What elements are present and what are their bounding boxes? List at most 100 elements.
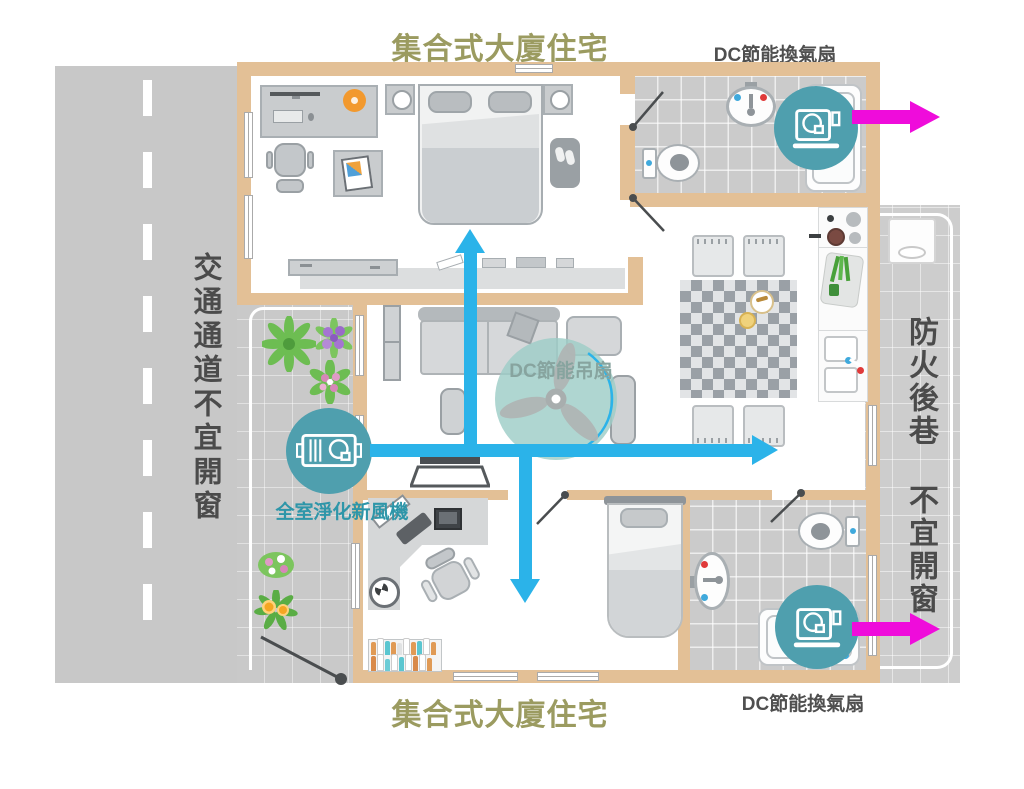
lamp-right — [550, 90, 570, 110]
plant-orange-flower — [254, 590, 298, 630]
exhaust-fan-icon — [793, 608, 842, 648]
window-right-wall-2 — [868, 555, 877, 656]
tablet-screen — [346, 161, 362, 177]
exhaust-fan-icon — [792, 109, 841, 149]
airflow-arrow-horizontal — [370, 444, 752, 457]
door-swing-bath1-lower — [629, 194, 665, 232]
mouse-icon — [308, 113, 314, 121]
kitchen-sink — [818, 330, 868, 402]
plate-large — [750, 290, 774, 314]
plant-pink-mix — [309, 360, 351, 404]
water-heater-vent — [898, 246, 926, 259]
pillow-right — [488, 91, 532, 113]
window-living-balcony-1 — [355, 315, 364, 376]
road-label: 交通通道不宜開窗 — [189, 252, 221, 524]
fridge-split — [384, 341, 400, 343]
window-bedroom-left-2 — [244, 195, 253, 259]
plate-small — [739, 312, 756, 329]
title-bottom: 集合式大廈住宅 — [391, 699, 609, 732]
dining-chair-3 — [692, 405, 734, 447]
keyboard-icon — [273, 110, 303, 123]
window-bottom-wall-1 — [453, 672, 518, 681]
slipper-mat — [550, 138, 580, 188]
fresh-air-unit-icon — [296, 434, 362, 468]
sink-2 — [690, 552, 732, 612]
airflow-arrow-down — [519, 452, 532, 580]
kitchen-stove — [809, 207, 868, 249]
sink-1 — [726, 82, 776, 127]
fresh-air-badge — [286, 408, 372, 494]
title-top: 集合式大廈住宅 — [391, 33, 609, 66]
exhaust-arrow-top — [852, 101, 940, 133]
airflow-arrow-up — [464, 252, 477, 452]
wall-left — [237, 62, 251, 305]
wall-bedroom-bottom — [237, 293, 643, 305]
window-office-left — [351, 543, 360, 609]
wall-office-top — [363, 490, 508, 500]
fresh-air-label: 全室淨化新風機 — [275, 502, 409, 523]
dining-chair-1 — [692, 235, 734, 277]
bedroom-chair — [266, 143, 314, 195]
wall-bath2-top-a — [678, 490, 772, 500]
ceiling-fan-label: DC節能吊扇 — [509, 361, 613, 382]
airflow-arrowhead-up — [455, 229, 485, 253]
exhaust-fan-label-top: DC節能換氣扇 — [713, 45, 837, 66]
exhaust-fan-badge-top — [774, 86, 858, 170]
lamp-left — [392, 90, 412, 110]
fire-alley — [865, 205, 960, 683]
monitor-icon — [270, 92, 320, 96]
airflow-arrowhead-right — [752, 435, 778, 465]
balcony-path-line — [249, 307, 352, 670]
window-bedroom-left-1 — [244, 112, 253, 178]
dining-chair-2 — [743, 235, 785, 277]
alley-label: 防火後巷 不宜開窗 — [904, 316, 937, 616]
office-trash-bin — [369, 577, 400, 608]
road-center-dashed-line — [143, 80, 152, 640]
wall-stub-dining — [628, 257, 643, 305]
desk-lamp-center — [351, 97, 358, 104]
wall-bath1-bottom — [630, 193, 866, 207]
airflow-arrowhead-down — [510, 579, 540, 603]
monitor-stand — [292, 96, 300, 99]
tv-icon — [410, 457, 490, 488]
alley-path-line — [865, 213, 953, 669]
wall-bedroom2-top — [567, 490, 678, 500]
laptop-screen — [439, 512, 457, 524]
exhaust-arrow-bottom — [852, 613, 940, 645]
vanity-tray-4 — [556, 258, 574, 268]
window-right-wall-1 — [868, 405, 877, 466]
balcony-floor — [237, 305, 353, 683]
ceiling-fan-icon — [495, 338, 617, 460]
door-swing-bedroom2 — [536, 491, 569, 525]
single-bed — [604, 496, 686, 638]
wall-bath2-top-b — [800, 490, 866, 500]
kitchen-counter — [818, 247, 868, 332]
dresser — [288, 259, 398, 276]
wall-top — [237, 62, 880, 76]
wall-bath1-left-b — [620, 125, 635, 200]
pillow-left — [428, 91, 472, 113]
wall-bath1-left-a — [620, 76, 635, 94]
plant-pink-small — [258, 552, 294, 578]
fridge — [383, 305, 401, 381]
vanity-tray-3 — [516, 257, 546, 268]
door-swing-bath2 — [770, 489, 805, 523]
dining-rug — [680, 280, 797, 398]
toilet-2 — [798, 512, 862, 552]
vanity-tray-2 — [482, 258, 506, 268]
toilet-1 — [642, 144, 702, 184]
door-swing-bath1-upper — [629, 91, 664, 131]
window-bottom-wall-2 — [537, 672, 599, 681]
double-bed — [418, 84, 543, 225]
window-top-wall — [515, 64, 553, 73]
exhaust-fan-badge-bottom — [775, 585, 859, 669]
single-bed-pillow — [620, 508, 668, 528]
dresser-handle-2 — [370, 266, 380, 269]
books-row-bottom — [370, 654, 433, 672]
plant-fern — [262, 316, 316, 372]
wall-right — [866, 62, 880, 683]
bookshelf — [368, 638, 442, 672]
dresser-handle-1 — [300, 264, 312, 267]
plant-purple-flower — [315, 318, 353, 358]
